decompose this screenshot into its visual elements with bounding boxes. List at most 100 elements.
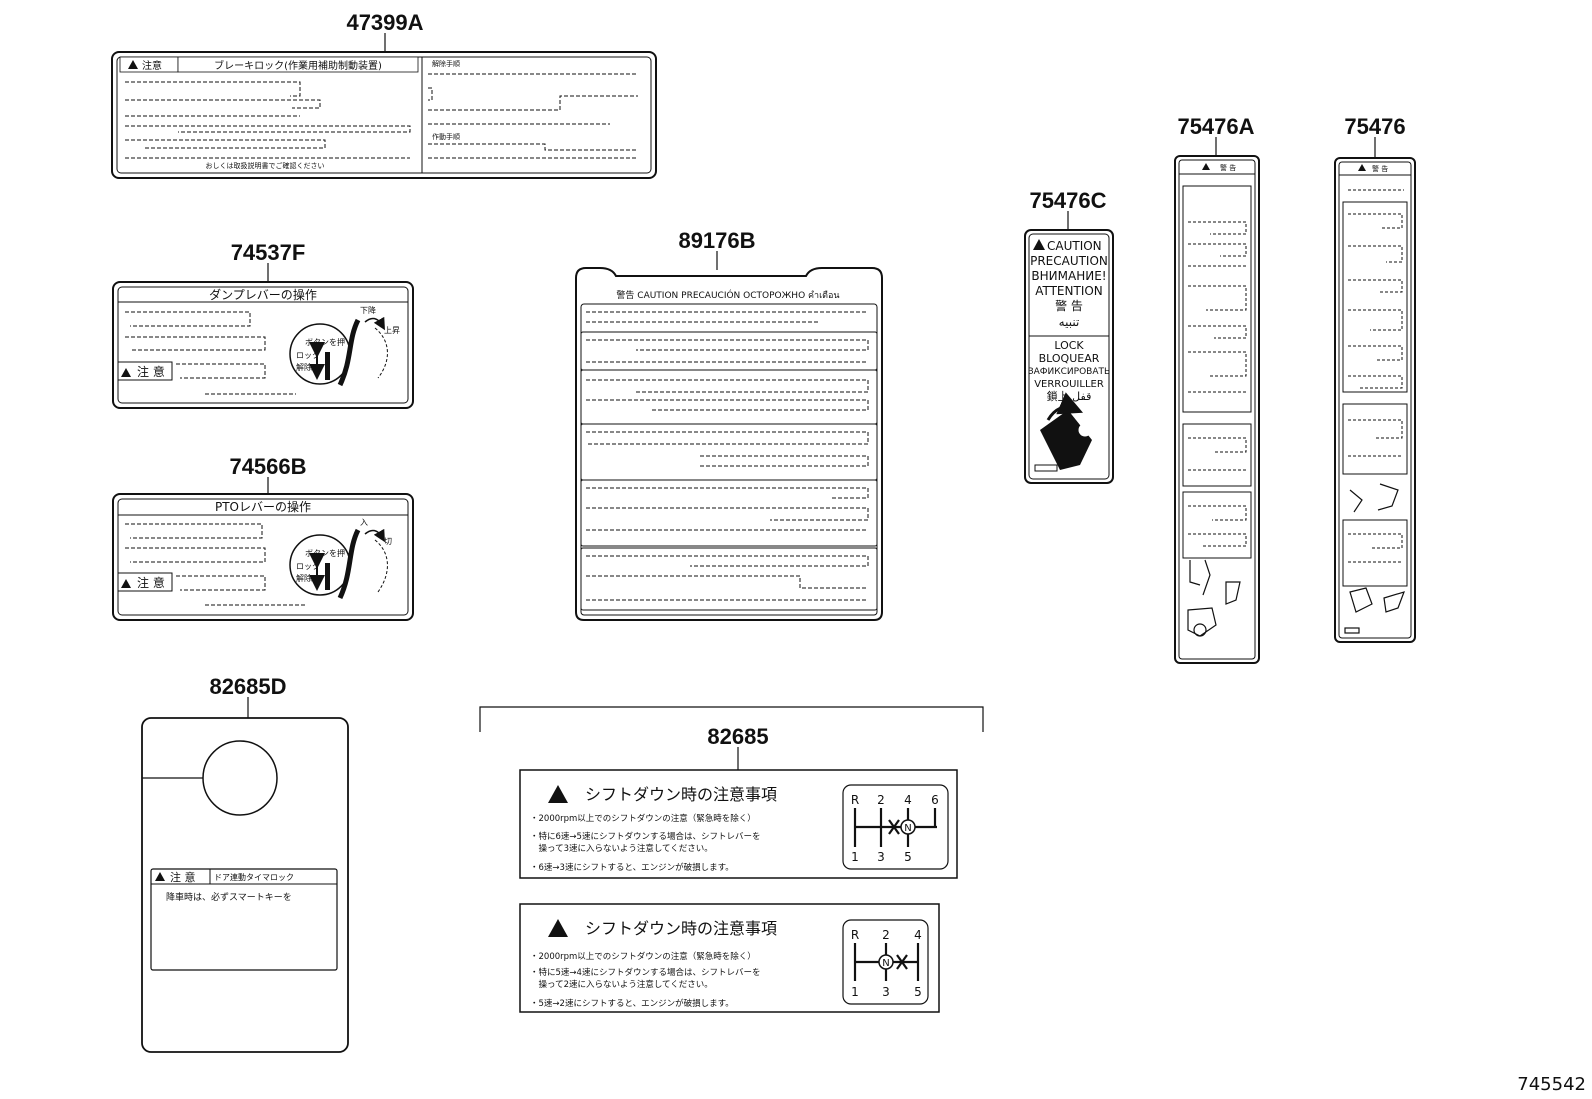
warning-icon	[1202, 163, 1210, 170]
lever-pictograms	[1187, 559, 1241, 637]
part-75476C: 75476C CAUTION PRECAUTION ВНИМАНИЕ! ATTE…	[1024, 188, 1114, 484]
warning-icon	[121, 579, 131, 588]
release-label: 解除	[296, 362, 312, 372]
part-number-89176B: 89176B	[678, 228, 755, 253]
up-label: 上昇	[384, 326, 400, 335]
shift-down-label-6-speed: シフトダウン時の注意事項 ・2000rpm以上でのシフトダウンの注意（緊急時を除…	[519, 769, 958, 879]
warning-icon	[548, 919, 568, 937]
operate-procedure-heading: 作動手順	[432, 132, 460, 141]
gear-3-label: 3	[882, 985, 890, 999]
part-82685: 82685 シフトダウン時の注意事項 ・2000rpm以上でのシフトダウンの注意…	[479, 706, 984, 1013]
shift-note-line-3: 操って2速に入らないよう注意してください。	[530, 979, 713, 990]
part-number-74537F: 74537F	[231, 240, 306, 265]
attention-word: ATTENTION	[1035, 284, 1103, 298]
on-label: 入	[360, 518, 368, 527]
part-74566B: 74566B PTOレバーの操作 注 意 ボタンを押 ロック 解除 入 切	[112, 454, 414, 621]
warning-title: 警 告	[1372, 164, 1388, 173]
gear-2-label: 2	[882, 928, 890, 942]
label-75476A	[1174, 155, 1260, 664]
shift-note-line-4: ・5速→2速にシフトすると、エンジンが破損します。	[530, 998, 734, 1009]
lock-lever-pictogram	[1034, 392, 1092, 472]
shift-down-title: シフトダウン時の注意事項	[585, 785, 777, 804]
label-75476	[1334, 157, 1416, 643]
release-procedure-heading: 解除手順	[432, 59, 460, 68]
part-number-47399A: 47399A	[346, 10, 423, 35]
pto-lever-title: PTOレバーの操作	[215, 499, 311, 514]
zafiksirovat-word: ЗАФИКСИРОВАТЬ	[1028, 367, 1110, 377]
caution-text: 注意	[142, 59, 162, 72]
shift-note-line-3: 操って3速に入らないよう注意してください。	[530, 843, 713, 854]
gear-r-label: R	[851, 928, 859, 942]
label-47399A	[111, 51, 657, 179]
down-label: 下降	[360, 305, 376, 315]
warning-icon	[155, 872, 165, 881]
part-89176B: 89176B 警告 CAUTION PRECAUCIÓN OCTOPOЖНО ค…	[575, 228, 883, 621]
release-label: 解除	[296, 573, 312, 583]
part-number-82685D: 82685D	[209, 674, 286, 699]
group-bracket	[479, 706, 984, 732]
shift-note-line-4: ・6速→3速にシフトすると、エンジンが破損します。	[530, 862, 734, 873]
part-number-75476: 75476	[1344, 114, 1405, 139]
push-button-label: ボタンを押	[305, 548, 345, 558]
gear-3-label: 3	[877, 850, 885, 864]
lever-pictograms	[1344, 483, 1405, 634]
vnimanie-word: ВНИМАНИЕ!	[1031, 269, 1106, 283]
warning-title: 警 告	[1220, 163, 1236, 172]
brake-lock-heading: ブレーキロック(作業用補助制動装置)	[214, 59, 382, 72]
multilingual-caution-header: 警告 CAUTION PRECAUCIÓN OCTOPOЖНО คำเตือน	[616, 289, 839, 301]
shift-down-title: シフトダウン時の注意事項	[585, 919, 777, 938]
placeholder-text-lines	[125, 73, 638, 159]
part-47399A: 47399A 注意 ブレーキロック(作業用補助制動装置) 解除手順 作動手順 お…	[111, 10, 657, 179]
off-label: 切	[384, 537, 392, 546]
part-75476A: 75476A 警 告	[1174, 114, 1260, 664]
part-75476: 75476 警 告	[1334, 114, 1416, 643]
gear-r-label: R	[851, 793, 859, 807]
caution-text: 注 意	[137, 364, 165, 379]
warning-icon	[548, 785, 568, 803]
precaution-word: PRECAUTION	[1030, 254, 1108, 268]
figure-number: 745542	[1517, 1074, 1586, 1095]
label-75476C	[1024, 229, 1114, 484]
part-74537F: 74537F ダンプレバーの操作 注 意 ボタンを押 ロック 解除 下降 上昇	[112, 240, 414, 409]
shift-down-label-5-speed: シフトダウン時の注意事項 ・2000rpm以上でのシフトダウンの注意（緊急時を除…	[519, 903, 940, 1013]
neutral-label: N	[904, 823, 911, 834]
part-82685D: 82685D 注 意 ドア連動タイマロック 降車時は、必ずスマートキーを	[141, 674, 349, 1053]
gear-2-label: 2	[877, 793, 885, 807]
keikoku-word: 警 告	[1055, 298, 1083, 313]
dump-lever-title: ダンプレバーの操作	[209, 287, 317, 302]
gear-1-label: 1	[851, 850, 859, 864]
lock-label: ロック	[296, 562, 320, 571]
warning-icon	[128, 60, 138, 69]
warning-icon	[1358, 164, 1366, 171]
caution-word: CAUTION	[1047, 239, 1102, 253]
part-number-75476A: 75476A	[1177, 114, 1254, 139]
push-button-label: ボタンを押	[305, 337, 345, 347]
shift-note-line-2: ・特に6速→5速にシフトダウンする場合は、シフトレバーを	[530, 831, 760, 842]
lock-label: ロック	[296, 351, 320, 360]
part-number-82685: 82685	[707, 724, 768, 749]
caution-text: 注 意	[170, 870, 196, 884]
lock-word: LOCK	[1054, 339, 1084, 352]
gear-6-label: 6	[931, 793, 939, 807]
caution-text: 注 意	[137, 575, 165, 590]
gear-5-label: 5	[914, 985, 922, 999]
shift-note-line-1: ・2000rpm以上でのシフトダウンの注意（緊急時を除く）	[530, 951, 756, 962]
part-number-75476C: 75476C	[1029, 188, 1106, 213]
gear-4-label: 4	[904, 793, 912, 807]
part-number-74566B: 74566B	[229, 454, 306, 479]
lock-cjk-arabic-word: 鎖上 قفل	[1047, 389, 1092, 403]
shift-note-line-2: ・特に5速→4速にシフトダウンする場合は、シフトレバーを	[530, 967, 760, 978]
neutral-label: N	[882, 958, 889, 969]
pto-lever-illustration: ボタンを押 ロック 解除 入 切	[289, 518, 392, 600]
warning-icon	[121, 368, 131, 377]
warning-icon	[1033, 239, 1045, 250]
verrouiller-word: VERROUILLER	[1034, 379, 1104, 390]
gear-4-label: 4	[914, 928, 922, 942]
door-timer-lock-heading: ドア連動タイマロック	[214, 872, 294, 882]
gear-1-label: 1	[851, 985, 859, 999]
shift-note-line-1: ・2000rpm以上でのシフトダウンの注意（緊急時を除く）	[530, 813, 756, 824]
footer-note: おしくは取扱説明書でご確認ください	[206, 161, 325, 170]
door-hole-circle	[202, 740, 278, 816]
dump-lever-illustration: ボタンを押 ロック 解除 下降 上昇	[289, 305, 400, 387]
